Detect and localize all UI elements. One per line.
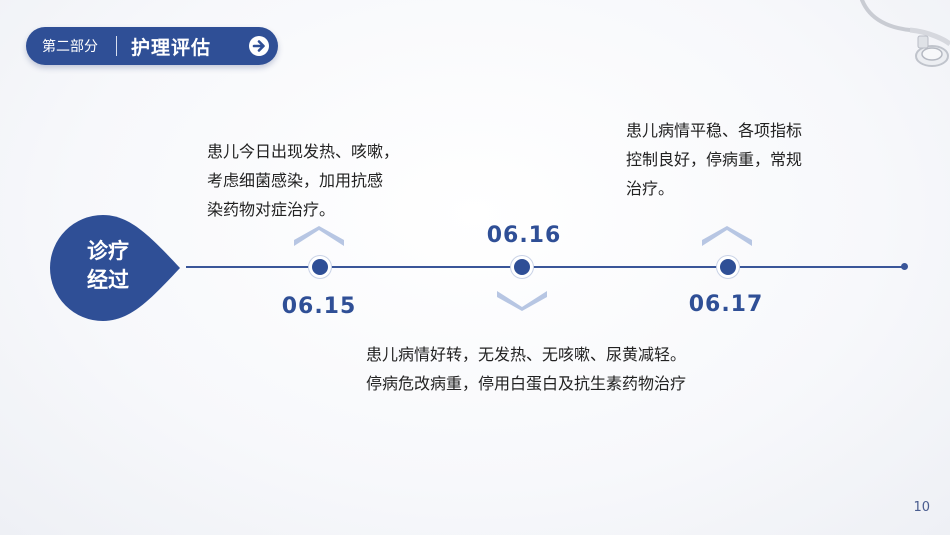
timeline-node-2[interactable] xyxy=(511,256,533,278)
note-line: 患儿病情平稳、各项指标 xyxy=(626,121,803,140)
timeline-date-1: 06.15 xyxy=(281,294,357,319)
note-line: 患儿病情好转，无发热、无咳嗽、尿黄减轻。 xyxy=(366,345,687,364)
timeline-note-1: 患儿今日出现发热、咳嗽， 考虑细菌感染，加用抗感 染药物对症治疗。 xyxy=(207,137,399,224)
chevron-up-icon xyxy=(702,226,752,246)
note-line: 考虑细菌感染，加用抗感 xyxy=(207,171,384,190)
section-part-label: 第二部分 xyxy=(42,39,98,55)
process-badge xyxy=(50,215,180,321)
timeline-note-3: 患儿病情平稳、各项指标 控制良好，停病重，常规 治疗。 xyxy=(626,116,802,203)
timeline-note-2: 患儿病情好转，无发热、无咳嗽、尿黄减轻。 停病危改病重，停用白蛋白及抗生素药物治… xyxy=(366,340,686,398)
note-line: 治疗。 xyxy=(626,179,675,198)
timeline-node-3[interactable] xyxy=(717,256,739,278)
page-number: 10 xyxy=(913,500,930,515)
note-line: 染药物对症治疗。 xyxy=(207,200,336,219)
section-header: 第二部分 护理评估 xyxy=(26,27,278,65)
timeline-line xyxy=(186,266,904,268)
note-line: 控制良好，停病重，常规 xyxy=(626,150,803,169)
stethoscope-icon xyxy=(860,0,950,67)
note-line: 停病危改病重，停用白蛋白及抗生素药物治疗 xyxy=(366,374,687,393)
process-badge-text: 诊疗 经过 xyxy=(68,237,148,295)
chevron-down-icon xyxy=(497,291,547,311)
badge-line-2: 经过 xyxy=(87,268,129,292)
timeline-node-1[interactable] xyxy=(309,256,331,278)
timeline-date-3: 06.17 xyxy=(688,292,764,317)
note-line: 患儿今日出现发热、咳嗽， xyxy=(207,142,400,161)
circle-arrow-right-icon[interactable] xyxy=(248,35,270,57)
timeline-date-2: 06.16 xyxy=(486,223,562,248)
section-title: 护理评估 xyxy=(131,36,212,59)
chevron-up-icon xyxy=(294,226,344,246)
header-divider xyxy=(116,36,117,56)
timeline-end-dot xyxy=(901,263,908,270)
badge-line-1: 诊疗 xyxy=(87,239,129,263)
